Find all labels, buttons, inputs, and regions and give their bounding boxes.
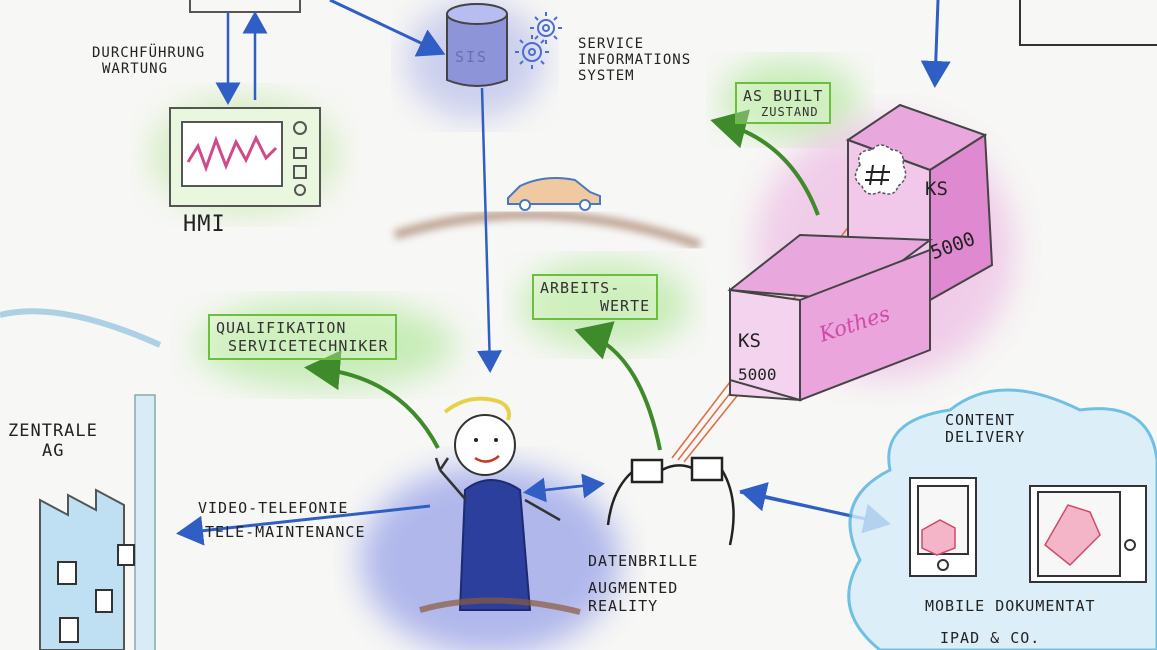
- qualifikation-line1: Qualifikation: [216, 319, 347, 337]
- technician-figure: [419, 396, 581, 615]
- tele-maintenance-label: Tele-Maintenance: [205, 523, 366, 541]
- machine-ks5000-icon: [727, 103, 994, 402]
- arbeitswerte-box: Arbeits- Werte: [532, 274, 659, 320]
- arrow-cloud-to-glasses: [739, 482, 861, 520]
- arbeitswerte-line1: Arbeits-: [540, 279, 621, 297]
- qualifikation-glow: [195, 300, 455, 390]
- asbuilt-glow: [720, 60, 860, 140]
- datenbrille-label: Datenbrille Augmented Reality: [588, 552, 699, 615]
- asbuilt-box: AS Built Zustand: [735, 82, 832, 125]
- arrow-top-right-down: [920, 0, 951, 88]
- hmi-label: HMI: [183, 212, 226, 237]
- zentrale-line1: Zentrale: [8, 421, 98, 441]
- service-line3: System: [578, 68, 635, 85]
- asbuilt-line1: AS Built: [743, 87, 824, 105]
- datenbrille-line1: Datenbrille: [588, 552, 699, 570]
- sis-label: SIS: [455, 48, 489, 66]
- mobile-device-icon: [909, 477, 977, 577]
- datenbrille-glasses-icon: [606, 456, 735, 546]
- service-info-system-label: Service Informations System: [578, 36, 691, 84]
- factory-zentrale-icon: [0, 308, 162, 650]
- durchfuehrung-label: Durchführung Wartung: [92, 45, 205, 77]
- arbeitswerte-glow: [520, 260, 690, 350]
- zentrale-label: Zentrale AG: [8, 421, 98, 461]
- durchfuehrung-line2: Wartung: [102, 61, 169, 78]
- qualifikation-line2: Servicetechniker: [228, 337, 389, 355]
- ipad-label: iPad & Co.: [940, 629, 1041, 647]
- gear-icon: [515, 12, 562, 69]
- car-icon: [507, 177, 601, 211]
- arrow-to-asbuilt: [710, 109, 820, 216]
- content-line2: Delivery: [945, 428, 1026, 447]
- hill-shape: [393, 210, 702, 250]
- arrow-to-qualifikation: [304, 350, 440, 449]
- content-line1: Content: [945, 411, 1016, 429]
- qualifikation-box: Qualifikation Servicetechniker: [208, 314, 397, 360]
- service-line1: Service: [578, 36, 645, 52]
- sis-database-icon: [446, 3, 508, 87]
- ks-front-label: KS: [738, 330, 761, 352]
- hmi-panel-icon: [169, 107, 321, 207]
- content-delivery-cloud: [847, 388, 1157, 650]
- arrow-sis-to-technician: [477, 87, 502, 373]
- datenbrille-line3: Reality: [588, 596, 659, 615]
- mobile-dokumentation-label: Mobile Dokumentat: [925, 597, 1096, 615]
- video-telefonie-label: Video-Telefonie: [198, 499, 349, 517]
- arrow-to-arbeitswerte: [574, 321, 662, 451]
- arbeitswerte-line2: Werte: [600, 297, 651, 315]
- cropped-box-top-left: [189, 0, 301, 13]
- service-line2: Informations: [578, 52, 692, 69]
- asbuilt-line2: Zustand: [761, 105, 819, 119]
- zentrale-line2: AG: [42, 440, 65, 461]
- arrow-to-zentrale: [176, 504, 431, 546]
- arrow-top-to-sis: [329, 0, 446, 57]
- ks-top-label: KS: [925, 178, 948, 200]
- ks-front-number: 5000: [738, 365, 777, 384]
- cropped-box-top-right: [1019, 0, 1157, 46]
- tablet-device-icon: [1029, 485, 1147, 583]
- datenbrille-line2: Augmented: [588, 579, 679, 598]
- arrow-glasses-to-person: [523, 477, 581, 503]
- content-delivery-label: Content Delivery: [945, 411, 1026, 447]
- durchfuehrung-line1: Durchführung: [92, 45, 206, 61]
